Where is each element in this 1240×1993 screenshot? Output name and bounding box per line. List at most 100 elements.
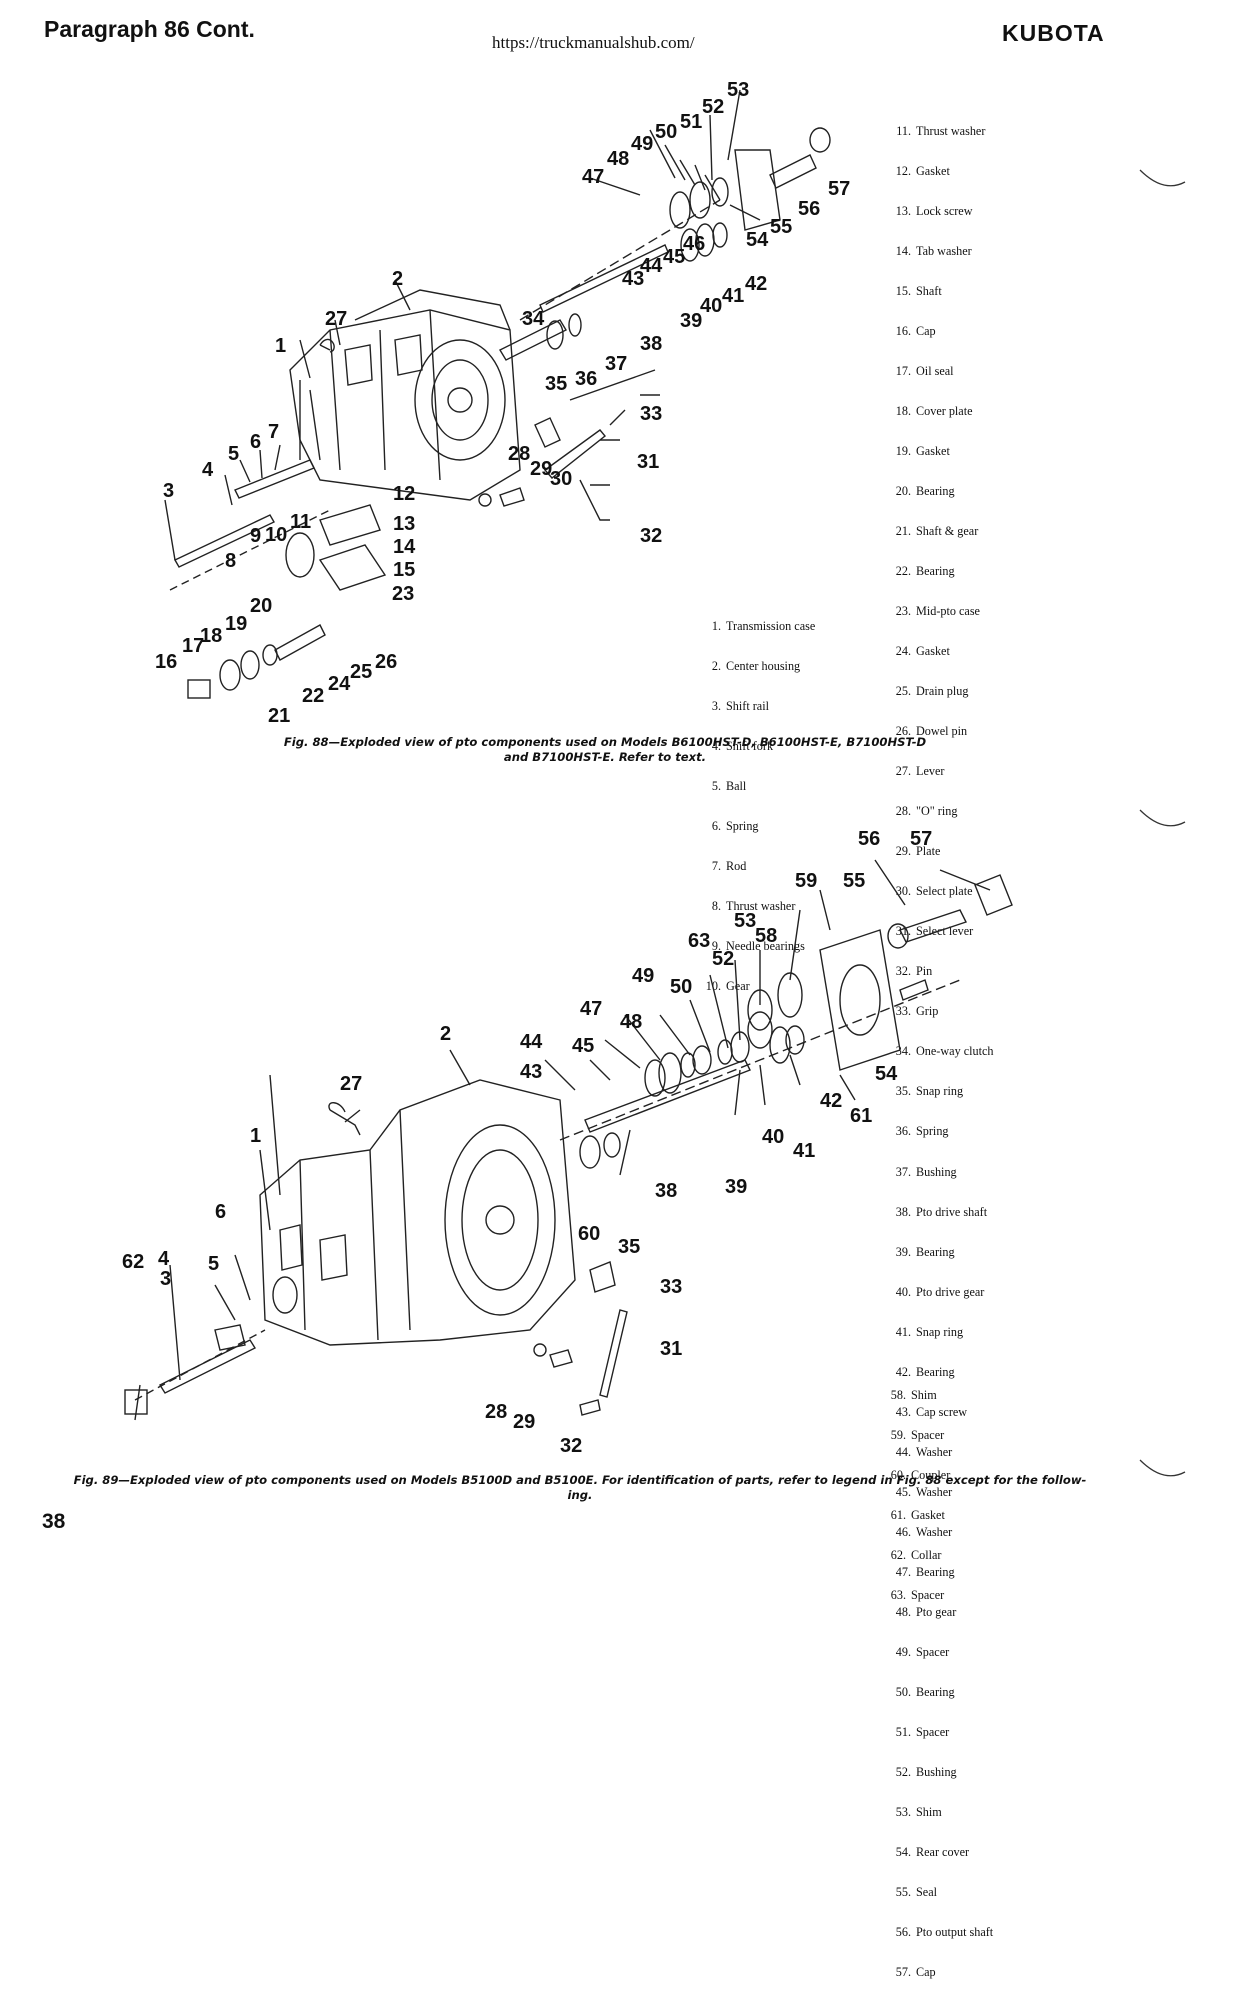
callout-4: 4	[202, 459, 214, 481]
callout-28: 28	[508, 443, 530, 465]
legend-item: 44.Washer	[895, 1444, 953, 1459]
callout-20: 20	[250, 595, 272, 617]
callout-22: 22	[302, 685, 324, 707]
callout-49: 49	[632, 965, 654, 987]
callout-26: 26	[375, 651, 397, 673]
callout-9: 9	[250, 525, 261, 547]
callout-14: 14	[393, 536, 416, 558]
legend-item: 28."O" ring	[895, 804, 958, 819]
legend-item: 39.Bearing	[895, 1244, 955, 1259]
callout-4: 4	[158, 1248, 170, 1270]
legend-item: 49.Spacer	[895, 1644, 950, 1659]
legend-item: 26.Dowel pin	[895, 724, 968, 739]
callout-6: 6	[215, 1201, 226, 1223]
callout-42: 42	[745, 273, 767, 295]
callout-13: 13	[393, 513, 415, 535]
legend-item: 38.Pto drive shaft	[895, 1204, 988, 1219]
callout-27: 27	[325, 308, 347, 330]
callout-28: 28	[485, 1401, 507, 1423]
fig88-caption: Fig. 88—Exploded view of pto components …	[283, 735, 927, 764]
callout-38: 38	[655, 1180, 677, 1202]
page-number: 38	[42, 1510, 66, 1533]
callout-21: 21	[268, 705, 290, 727]
source-url[interactable]: https://truckmanualshub.com/	[492, 33, 695, 52]
callout-45: 45	[663, 246, 685, 268]
legend-item: 53.Shim	[895, 1805, 942, 1819]
callout-57: 57	[828, 178, 850, 200]
section-heading: Paragraph 86 Cont.	[44, 16, 255, 42]
callout-59: 59	[795, 870, 817, 892]
callout-33: 33	[640, 403, 662, 425]
callout-2: 2	[392, 268, 403, 290]
fig89-drawing: 1 2 3 4 5 6 27 28 29 31 32 33 35 38 39 4…	[122, 828, 1013, 1457]
legend-item: 5.Ball	[711, 778, 747, 793]
callout-47: 47	[580, 998, 602, 1020]
callout-19: 19	[225, 613, 247, 635]
callout-35: 35	[545, 373, 567, 395]
callout-55: 55	[843, 870, 865, 892]
callout-35: 35	[618, 1236, 640, 1258]
legend-item: 16.Cap	[895, 323, 936, 338]
callout-8: 8	[225, 550, 236, 572]
callout-30: 30	[550, 468, 572, 490]
callout-17: 17	[182, 635, 204, 657]
legend-item: 47.Bearing	[895, 1564, 955, 1579]
legend-item: 58.Shim	[890, 1387, 937, 1402]
callout-1: 1	[250, 1125, 261, 1147]
callout-40: 40	[762, 1126, 784, 1148]
legend-item: 63.Spacer	[890, 1587, 945, 1602]
legend-item: 40.Pto drive gear	[895, 1284, 985, 1299]
legend-item: 51.Spacer	[895, 1724, 950, 1739]
callout-41: 41	[793, 1140, 815, 1162]
callout-56: 56	[858, 828, 880, 850]
fig88-callouts: 1 2 3 4 5 6 7 8 9 10 11 12 13 14 15 16 1…	[155, 79, 850, 727]
callout-43: 43	[622, 268, 644, 290]
callout-62: 62	[122, 1251, 144, 1273]
callout-5: 5	[228, 443, 239, 465]
legend-item: 13.Lock screw	[895, 203, 973, 218]
legend-item: 60.Coupler	[890, 1467, 951, 1482]
legend-item: 34.One-way clutch	[895, 1044, 994, 1059]
legend-item: 14.Tab washer	[895, 243, 972, 258]
legend-item: 62.Collar	[890, 1547, 942, 1562]
callout-41: 41	[722, 285, 744, 307]
callout-53: 53	[734, 910, 756, 932]
legend-item: 29.Plate	[895, 844, 941, 859]
legend-item: 57.Cap	[895, 1965, 936, 1980]
callout-55: 55	[770, 216, 792, 238]
brand-title: KUBOTA	[1002, 20, 1105, 46]
callout-60: 60	[578, 1223, 600, 1245]
callout-23: 23	[392, 583, 414, 605]
callout-52: 52	[702, 96, 724, 118]
legend-item: 30.Select plate	[895, 884, 973, 899]
callout-39: 39	[680, 310, 702, 332]
legend-item: 41.Snap ring	[895, 1324, 964, 1339]
callout-42: 42	[820, 1090, 842, 1112]
callout-18: 18	[200, 625, 222, 647]
callout-40: 40	[700, 295, 722, 317]
legend-item: 42.Bearing	[895, 1364, 955, 1379]
legend-item: 45.Washer	[895, 1484, 953, 1499]
callout-56: 56	[798, 198, 820, 220]
legend-item: 50.Bearing	[895, 1684, 955, 1699]
margin-marks	[1139, 169, 1186, 1477]
legend-item: 19.Gasket	[895, 443, 950, 458]
legend-item: 12.Gasket	[895, 163, 950, 178]
callout-58: 58	[755, 925, 777, 947]
callout-11: 11	[290, 511, 311, 533]
fig89-caption: Fig. 89—Exploded view of pto components …	[73, 1473, 1087, 1502]
legend-item: 24.Gasket	[895, 644, 950, 659]
legend-item: 11.Thrust washer	[896, 123, 986, 138]
callout-31: 31	[660, 1338, 682, 1360]
callout-25: 25	[350, 661, 372, 683]
legend-item: 46.Washer	[895, 1524, 953, 1539]
fig88-drawing: 1 2 3 4 5 6 7 8 9 10 11 12 13 14 15 16 1…	[155, 79, 850, 727]
callout-3: 3	[163, 480, 174, 502]
callout-6: 6	[250, 431, 261, 453]
legend-item: 4.Shift fork	[711, 738, 774, 753]
legend-item: 2.Center housing	[711, 658, 801, 673]
callout-50: 50	[670, 976, 692, 998]
callout-38: 38	[640, 333, 662, 355]
callout-54: 54	[746, 229, 769, 251]
legend-item: 22.Bearing	[895, 564, 955, 579]
